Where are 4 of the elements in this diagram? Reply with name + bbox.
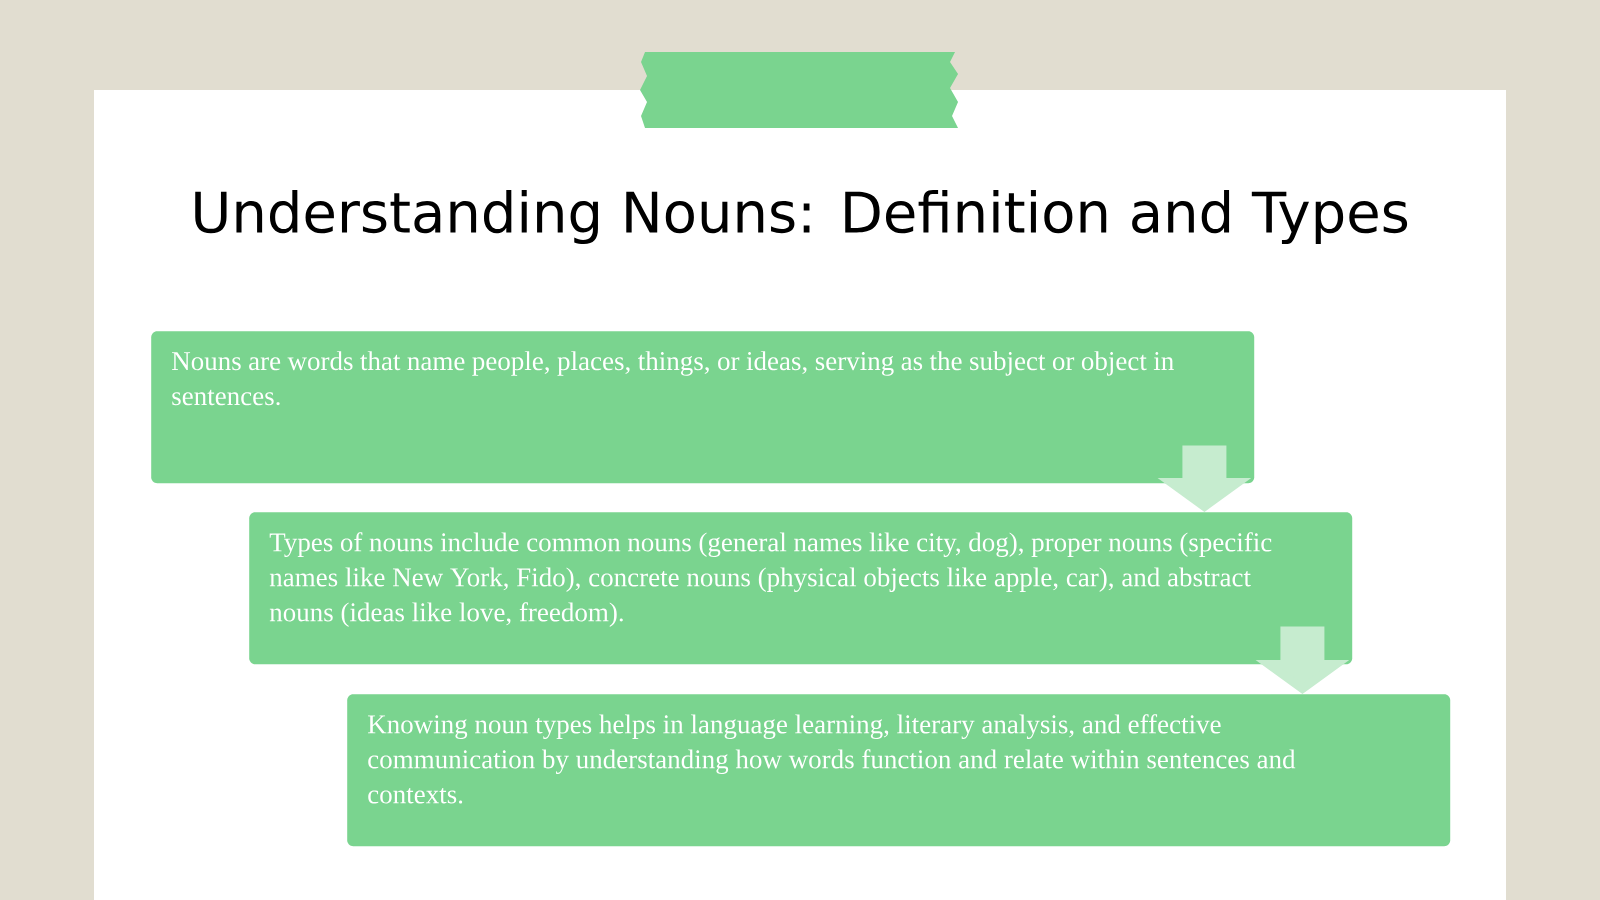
title: Understanding Nouns: Definition and Types	[195, 189, 1408, 245]
process-box: Knowing noun types helps in language learning, literary analysis, and effective communication by understanding how words function and relate within sentences and contexts.	[347, 694, 1451, 847]
process-box: Types of nouns include common nouns (general names like city, dog), proper nouns (specific names like New York, Fido), concrete nouns (physical objects like apple, car), and abstract nouns (ideas like love, freedom).	[249, 512, 1353, 665]
process-box: Nouns are words that name people, places, things, or ideas, serving as the subject or object in sentences.	[151, 331, 1255, 484]
